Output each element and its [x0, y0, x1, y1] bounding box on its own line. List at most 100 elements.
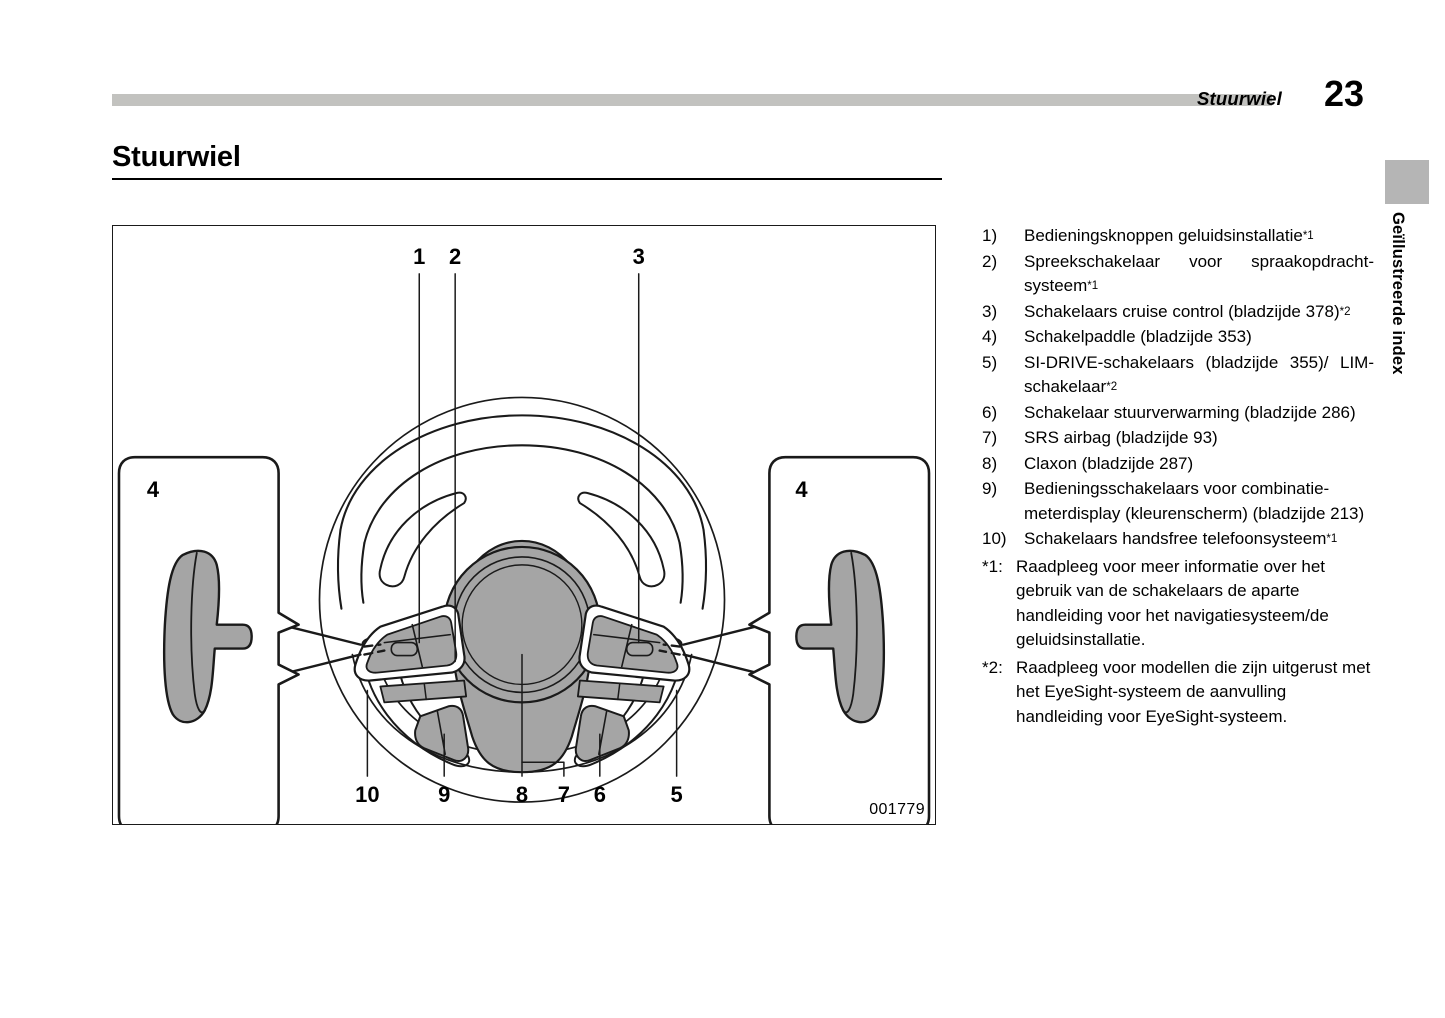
- legend-item-number: 8): [982, 453, 998, 473]
- callout-label-10: 10: [355, 782, 379, 807]
- paddle-shifter-left: [162, 549, 253, 724]
- page-title: Stuurwiel: [112, 141, 241, 173]
- legend-item-text: Bedieningsschakelaars voor combinatie-me…: [1024, 477, 1374, 526]
- legend-item-number: 6): [982, 402, 998, 422]
- legend-item-label: Schakelpaddle (bladzijde 353): [1024, 327, 1252, 346]
- figure-id-number: 001779: [869, 801, 925, 818]
- legend-item: 7) SRS airbag (bladzijde 93): [982, 426, 1374, 451]
- switch-strip-left: [379, 679, 468, 704]
- inset-right-connector-b: [682, 653, 765, 676]
- header-chapter-title: Stuurwiel: [1196, 88, 1282, 109]
- spoke-cutout-right: [577, 491, 666, 588]
- legend-item-text: Claxon (bladzijde 287): [1024, 452, 1374, 477]
- callout-label-3: 3: [633, 244, 645, 269]
- callout-label-9: 9: [438, 782, 450, 807]
- leader-line-7: [521, 761, 565, 777]
- callout-label-2: 2: [449, 244, 461, 269]
- legend-item: 5) SI-DRIVE-schakelaars (bladzijde 355)/…: [982, 351, 1374, 400]
- inset-left-connector-a: [279, 623, 362, 646]
- legend-item: 2) Spreekschakelaar voor spraakopdracht-…: [982, 250, 1374, 299]
- switch-strip-right-divider: [617, 682, 621, 701]
- section-divider: [112, 178, 942, 180]
- legend-list: 1) Bedieningsknoppen geluidsinstallatie*…: [982, 224, 1374, 729]
- legend-item-label: Schakelaars cruise control (bladzijde 37…: [1024, 301, 1340, 321]
- switch-right-rocker: [625, 641, 654, 657]
- legend-item: 10) Schakelaars handsfree telefoonsystee…: [982, 527, 1374, 552]
- rim-outer-arc: [339, 414, 705, 532]
- switch-strip-left-divider: [423, 682, 427, 701]
- legend-item: 3) Schakelaars cruise control (bladzijde…: [982, 300, 1374, 325]
- callout-label-8: 8: [516, 782, 528, 807]
- legend-item-text: Schakelaar stuurverwarming (bladzijde 28…: [1024, 401, 1374, 426]
- legend-item-text: Schakelaars cruise control (bladzijde 37…: [1024, 300, 1374, 325]
- page-number: 23: [1323, 73, 1364, 114]
- inset-left-dash-b: [363, 649, 386, 656]
- inset-left-dash-a: [363, 643, 382, 648]
- switch-left-divider-2: [383, 633, 451, 644]
- legend-item-number: 9): [982, 479, 998, 498]
- rim-right-inner-edge: [678, 541, 684, 604]
- legend-item: 8) Claxon (bladzijde 287): [982, 452, 1374, 477]
- callout-label-6: 6: [594, 782, 606, 807]
- legend-item-note: *1: [1326, 533, 1338, 545]
- steering-wheel-figure: 1 2 3 10 9 8 7 6 5 4 4 001779: [112, 225, 936, 825]
- legend-item-label: Spreekschakelaar voor spraakopdracht-sys…: [1024, 251, 1374, 296]
- legend-item-label: Claxon (bladzijde 287): [1024, 453, 1194, 473]
- legend-item-text: Bedieningsknoppen geluidsinstallatie*1: [1024, 224, 1374, 249]
- legend-item-number: 2): [982, 251, 998, 271]
- section-heading: Stuurwiel: [112, 138, 942, 180]
- legend-item-number: 7): [982, 428, 998, 447]
- footnote-text: Raadpleeg voor meer informatie over het …: [1016, 556, 1329, 650]
- legend-item-number: 3): [982, 301, 998, 321]
- legend-item-label: Bedieningsknoppen geluidsinstallatie: [1024, 226, 1303, 245]
- callout-label-7: 7: [558, 782, 570, 807]
- legend-item-note: *1: [1302, 230, 1314, 242]
- paddle-shifter-left-crease: [190, 552, 206, 714]
- legend-item-note: *2: [1106, 381, 1118, 393]
- rim-right-edge: [701, 528, 708, 610]
- rim-inner-arc: [363, 444, 681, 544]
- footnote: *2: Raadpleeg voor modellen die zijn uit…: [982, 656, 1374, 730]
- legend-item-label: SI-DRIVE-schakelaars (bladzijde 355)/ LI…: [1024, 352, 1374, 397]
- legend-item-text: SI-DRIVE-schakelaars (bladzijde 355)/ LI…: [1024, 351, 1374, 400]
- legend-item-text: SRS airbag (bladzijde 93): [1024, 426, 1374, 451]
- inset-left-label-4: 4: [147, 477, 160, 502]
- legend-item-label: Schakelaar stuurverwarming (bladzijde 28…: [1024, 402, 1356, 422]
- legend-item-note: *1: [1087, 280, 1099, 292]
- paddle-shifter-right: [795, 549, 886, 724]
- steering-wheel-illustration: 1 2 3 10 9 8 7 6 5 4 4: [117, 244, 931, 824]
- side-index-tab-label: Geïllustreerde index: [1389, 212, 1407, 375]
- legend-item-label: Schakelaars handsfree telefoonsysteem: [1024, 529, 1327, 548]
- legend-item: 9) Bedieningsschakelaars voor combinatie…: [982, 477, 1374, 526]
- switch-strip-right: [576, 679, 665, 704]
- legend-item-label: SRS airbag (bladzijde 93): [1024, 428, 1218, 447]
- footnote-text: Raadpleeg voor modellen die zijn uitgeru…: [1016, 657, 1371, 726]
- legend-item-text: Spreekschakelaar voor spraakopdracht-sys…: [1024, 250, 1374, 299]
- legend-item-number: 1): [982, 226, 998, 245]
- inset-right-label-4: 4: [795, 477, 808, 502]
- legend-item: 1) Bedieningsknoppen geluidsinstallatie*…: [982, 224, 1374, 249]
- legend-item: 6) Schakelaar stuurverwarming (bladzijde…: [982, 401, 1374, 426]
- legend-item-label: Bedieningsschakelaars voor combinatie-me…: [1024, 479, 1365, 523]
- switch-left-rocker: [390, 641, 419, 657]
- footnote-marker: *1:: [982, 556, 1003, 576]
- side-index-tab-marker: [1385, 160, 1429, 204]
- legend-item-number: 4): [982, 327, 998, 346]
- legend-item-note: *2: [1339, 305, 1351, 318]
- legend-item-number: 10): [982, 529, 1007, 548]
- footnote-marker: *2:: [982, 657, 1003, 677]
- rim-left-inner-edge: [360, 541, 366, 604]
- legend-item-number: 5): [982, 352, 998, 372]
- page-header: Stuurwiel 23: [112, 73, 1364, 118]
- spoke-cutout-left: [378, 491, 467, 588]
- callout-label-1: 1: [413, 244, 425, 269]
- inset-right-dash-b: [658, 649, 681, 656]
- legend-item-text: Schakelpaddle (bladzijde 353): [1024, 325, 1374, 350]
- inset-right-dash-a: [662, 643, 681, 648]
- rim-left-edge: [336, 528, 343, 610]
- legend-item-text: Schakelaars handsfree telefoonsysteem*1: [1024, 527, 1374, 552]
- inset-right-connector-a: [682, 623, 765, 646]
- footnote: *1: Raadpleeg voor meer informatie over …: [982, 555, 1374, 653]
- header-rule: [112, 94, 1272, 106]
- switch-right-divider-2: [593, 633, 661, 644]
